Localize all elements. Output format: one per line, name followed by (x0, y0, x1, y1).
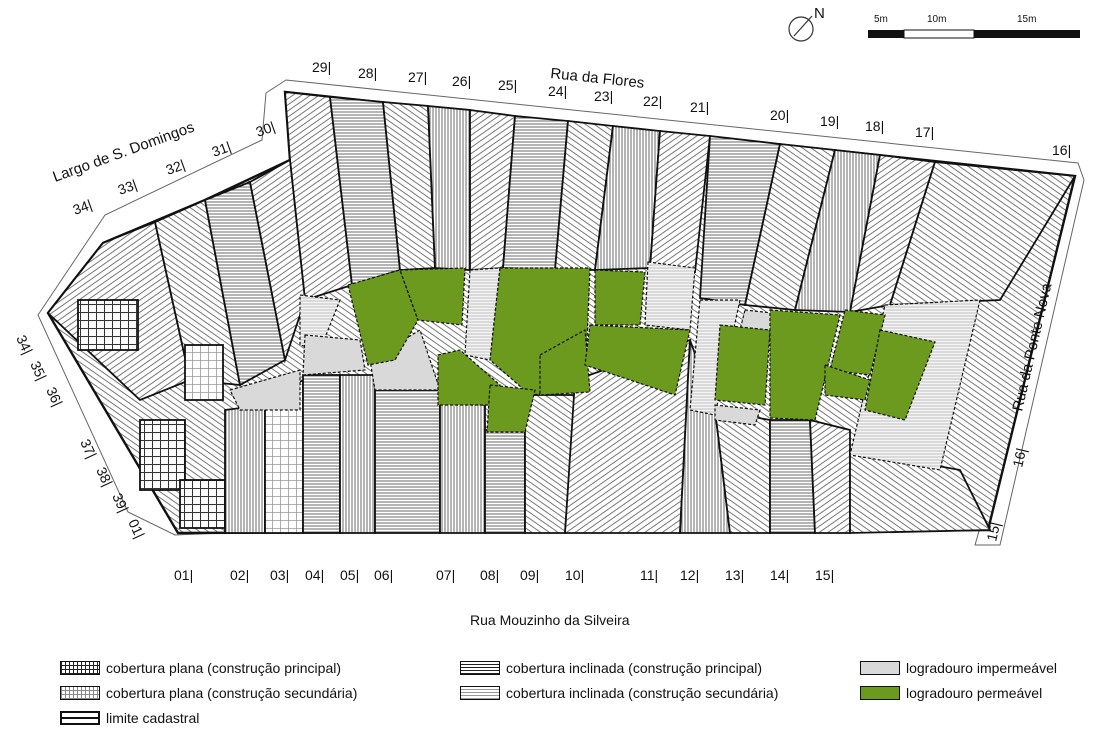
north-num: 27| (408, 69, 427, 85)
south-num: 06| (374, 567, 393, 583)
south-num: 05| (340, 567, 359, 583)
south-num: 08| (480, 567, 499, 583)
west-num: 36| (43, 385, 66, 409)
legend-label: logradouro impermeável (906, 660, 1057, 676)
south-numbers: 01| 02| 03| 04| 05| 06| 07| 08| 09| 10| … (174, 567, 834, 583)
north-num: 16| (1052, 142, 1071, 158)
nw-num: 34| (71, 196, 95, 218)
west-num: 34| (13, 333, 36, 357)
legend-flat-main: cobertura plana (construção principal) (60, 660, 341, 676)
south-num: 07| (436, 567, 455, 583)
legend-limit: limite cadastral (60, 710, 199, 726)
west-num: 38| (93, 465, 116, 489)
legend-swatch (60, 686, 100, 700)
legend-permeable: logradouro permeável (860, 685, 1042, 701)
legend-swatch (860, 661, 900, 675)
legend-label: cobertura inclinada (construção principa… (506, 660, 763, 676)
compass-label: N (814, 5, 825, 22)
street-south: Rua Mouzinho da Silveira (470, 612, 630, 628)
south-num: 04| (305, 567, 324, 583)
nw-num: 32| (164, 156, 188, 178)
north-num: 21| (690, 99, 709, 115)
east-num: 16| (1009, 446, 1029, 468)
south-num: 14| (770, 567, 789, 583)
west-num: 37| (77, 437, 100, 461)
south-num: 12| (680, 567, 699, 583)
scale-label-5m: 5m (874, 14, 888, 25)
west-num: 39| (109, 491, 132, 515)
north-plots (284, 90, 1077, 314)
legend-slope-main: cobertura inclinada (construção principa… (460, 660, 762, 676)
north-num: 20| (770, 107, 789, 123)
north-num: 23| (594, 88, 613, 104)
north-num: 22| (643, 93, 662, 109)
north-num: 25| (498, 77, 517, 93)
west-num: 35| (27, 359, 50, 383)
north-num: 18| (865, 118, 884, 134)
north-numbers: 29| 28| 27| 26| 25| 24| 23| 22| 21| 20| … (312, 59, 1071, 158)
legend-slope-secondary: cobertura inclinada (construção secundár… (460, 685, 778, 701)
northwest-numbers: 30| 31| 32| 33| 34| (71, 118, 278, 218)
legend-swatch (860, 686, 900, 700)
legend-label: cobertura plana (construção principal) (106, 660, 342, 676)
east-numbers: 16| 15| (983, 446, 1029, 542)
legend-label: limite cadastral (106, 710, 200, 726)
nw-num: 31| (210, 138, 234, 160)
north-num: 17| (915, 124, 934, 140)
north-num: 29| (312, 59, 331, 75)
south-num: 15| (815, 567, 834, 583)
scale-bar: 5m 10m 15m (868, 14, 1080, 39)
north-num: 24| (548, 83, 567, 99)
scale-label-15m: 15m (1017, 14, 1036, 25)
legend-swatch (60, 711, 100, 725)
south-num: 01| (174, 567, 193, 583)
legend-swatch (460, 661, 500, 675)
north-num: 26| (452, 73, 471, 89)
legend-impermeable: logradouro impermeável (860, 660, 1057, 676)
south-num: 09| (520, 567, 539, 583)
permeable-yards (347, 267, 936, 433)
legend-flat-secondary: cobertura plana (construção secundária) (60, 685, 357, 701)
south-num: 03| (270, 567, 289, 583)
legend-swatch (60, 661, 100, 675)
south-num: 13| (725, 567, 744, 583)
legend-label: cobertura inclinada (construção secundár… (506, 685, 779, 701)
nw-num: 30| (254, 118, 278, 140)
south-num: 10| (565, 567, 584, 583)
west-num: 01| (125, 517, 148, 541)
west-numbers: 34| 35| 36| 37| 38| 39| 01| (13, 333, 148, 541)
north-num: 28| (358, 65, 377, 81)
legend-label: logradouro permeável (906, 685, 1043, 701)
legend-swatch (460, 686, 500, 700)
south-num: 02| (230, 567, 249, 583)
north-num: 19| (820, 113, 839, 129)
scale-label-10m: 10m (927, 14, 946, 25)
legend-label: cobertura plana (construção secundária) (106, 685, 358, 701)
west-plots (46, 158, 306, 529)
compass-icon: N (788, 5, 825, 42)
south-num: 11| (640, 567, 658, 583)
south-plots (224, 338, 992, 534)
east-num: 15| (983, 520, 1003, 542)
nw-num: 33| (116, 176, 140, 198)
